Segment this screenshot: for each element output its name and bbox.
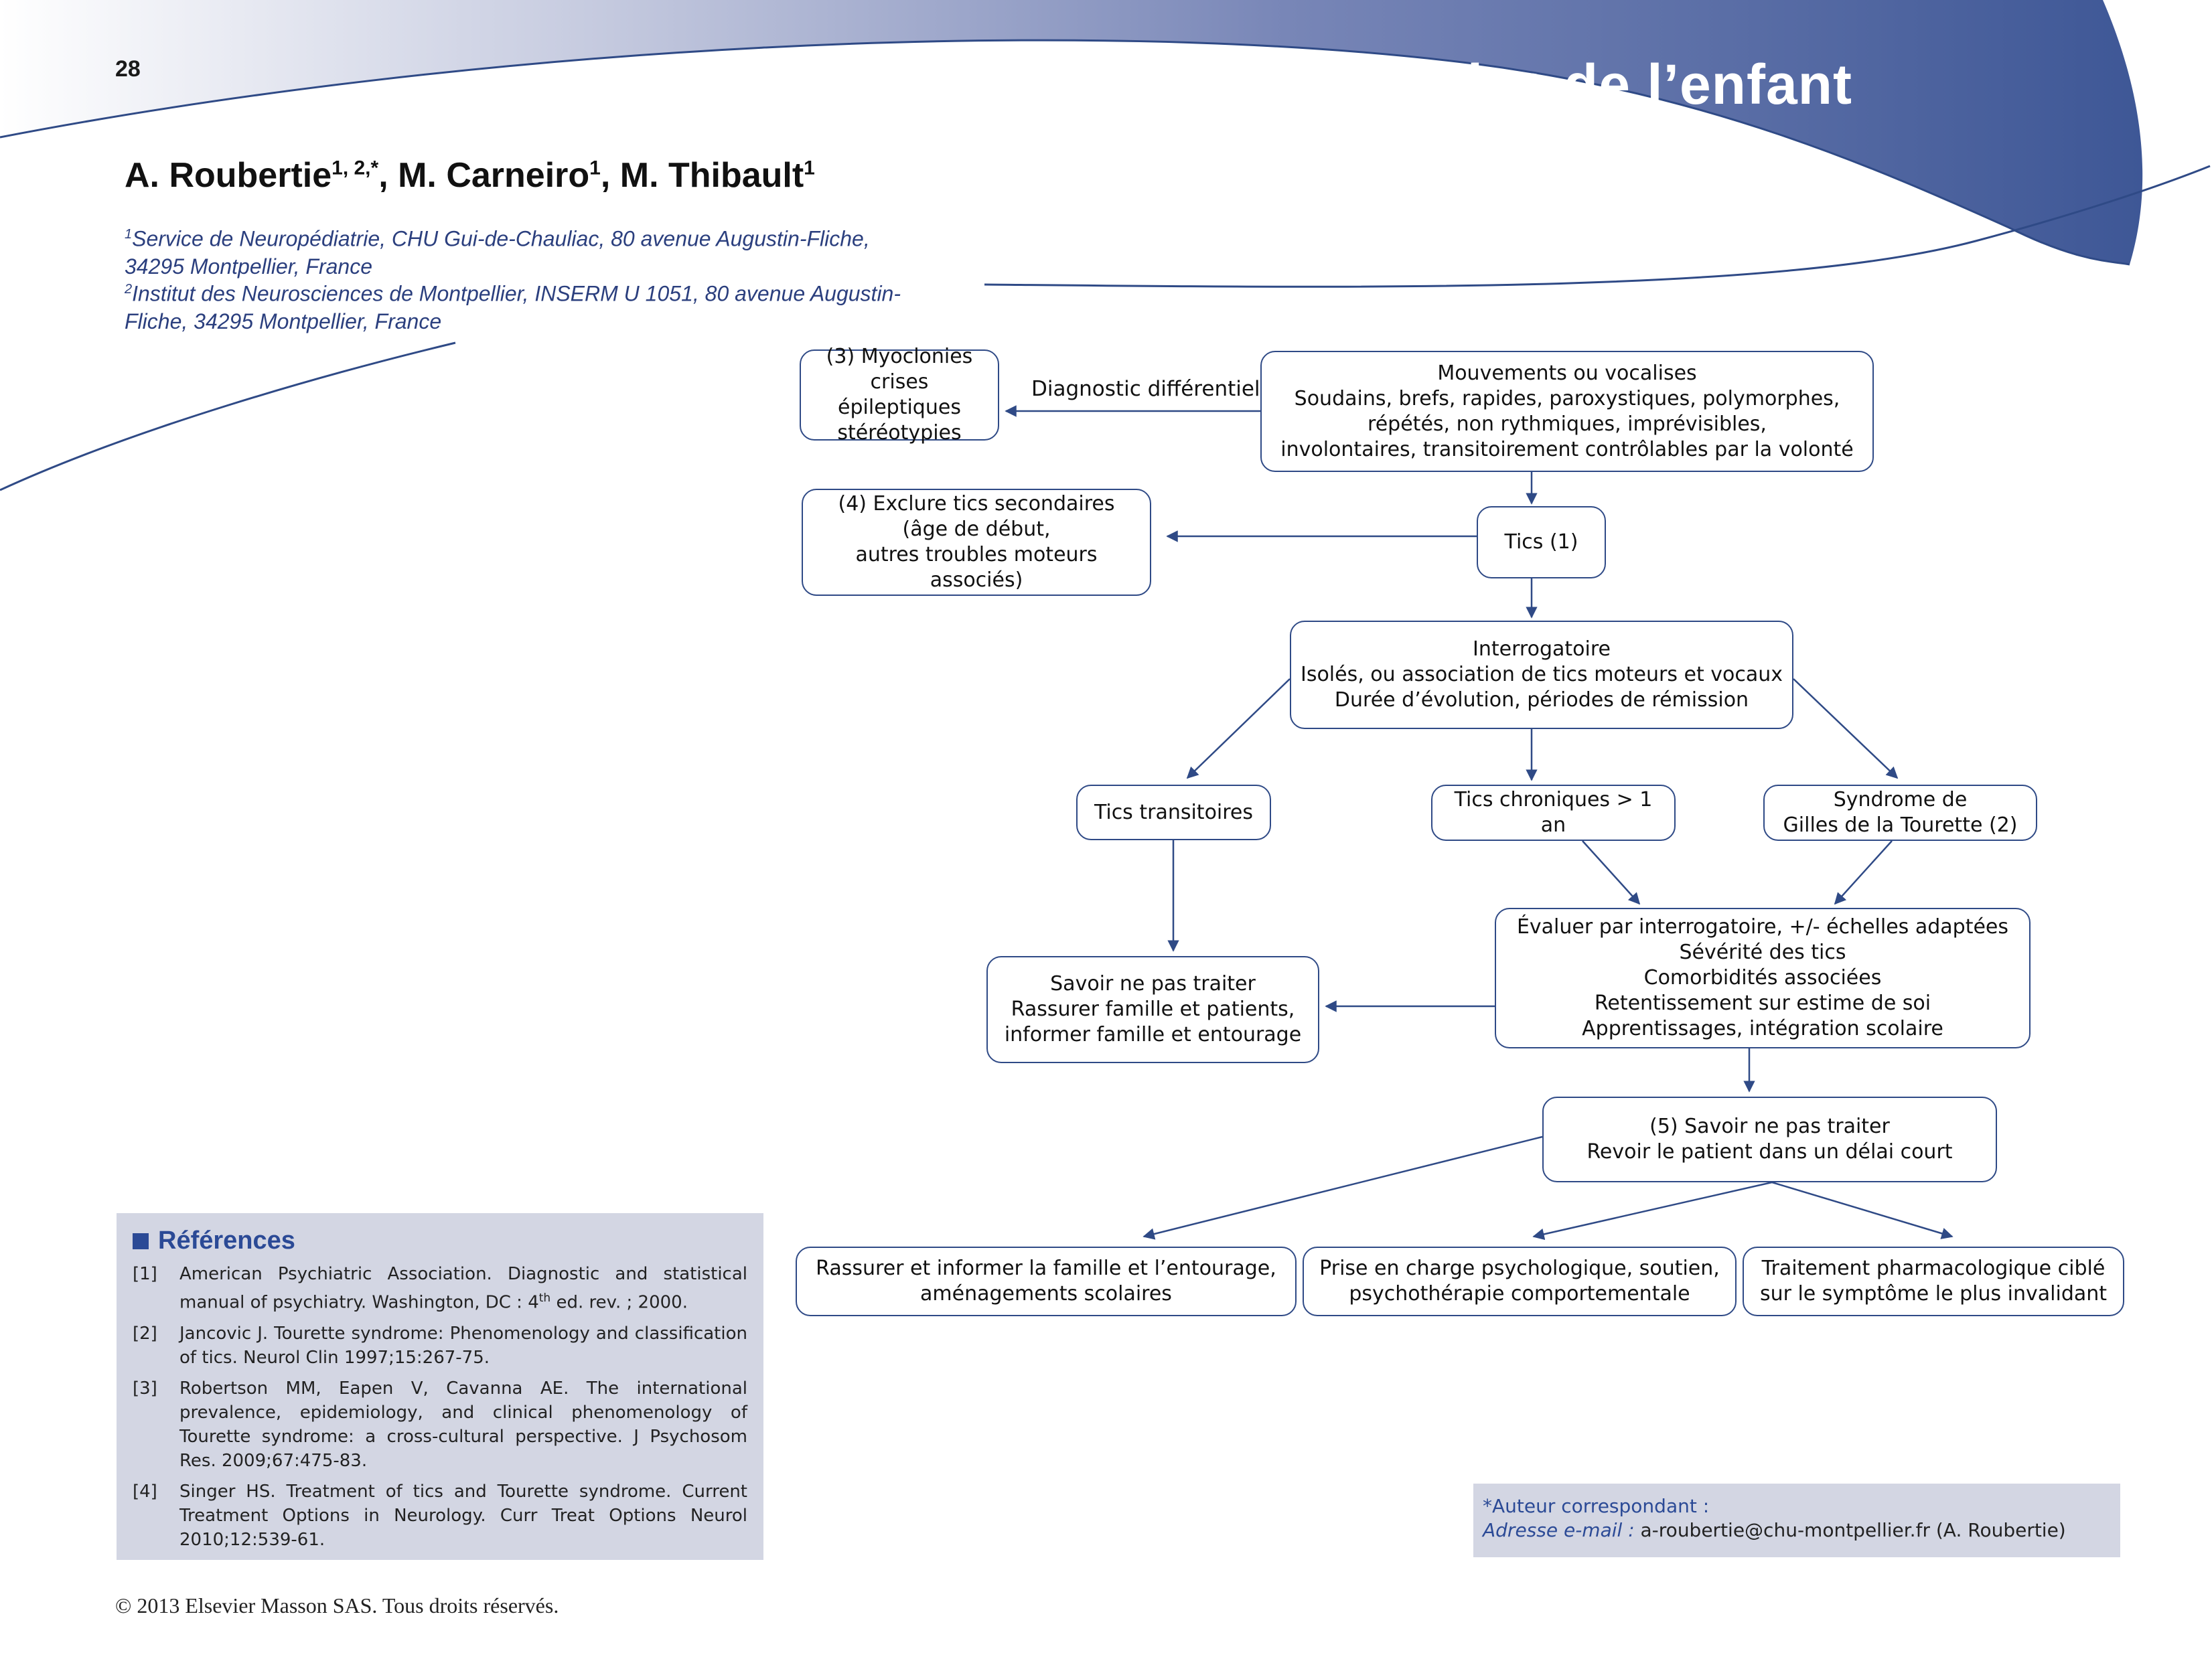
header-banner — [0, 0, 2211, 491]
references-title: Références — [133, 1227, 747, 1255]
edge-label-diagnostic: Diagnostic différentiel — [1031, 377, 1260, 401]
square-bullet-icon — [133, 1233, 149, 1249]
affiliation-2: 2Institut des Neurosciences de Montpelli… — [125, 281, 901, 333]
reference-item: [4] Singer HS. Treatment of tics and Tou… — [133, 1481, 747, 1550]
author-affiliation-mark: 1 — [589, 157, 601, 179]
arrow-to-rassurer — [1142, 1135, 1543, 1240]
reference-item: [3] Robertson MM, Eapen V, Cavanna AE. T… — [133, 1378, 747, 1471]
author-name: M. Thibault — [619, 156, 804, 195]
box-transitoires: Tics transitoires — [1076, 785, 1271, 840]
box-exclure: (4) Exclure tics secondaires(âge de débu… — [802, 489, 1151, 596]
author-affiliation-mark: 1, 2,* — [331, 157, 379, 179]
author-list: A. Roubertie1, 2,*, M. Carneiro1, M. Thi… — [125, 156, 815, 195]
arrow-to-transitoires — [1186, 678, 1291, 779]
corresponding-author-email-line: Adresse e-mail : a-roubertie@chu-montpel… — [1483, 1519, 2066, 1541]
arrow-chroniques-evaluer — [1582, 840, 1641, 905]
copyright-notice: © 2013 Elsevier Masson SAS. Tous droits … — [115, 1593, 559, 1617]
author-name: M. Carneiro — [398, 156, 590, 195]
reference-item: [2] Jancovic J. Tourette syndrome: Pheno… — [133, 1323, 747, 1368]
affiliation-1: 1Service de Neuropédiatrie, CHU Gui-de-C… — [125, 226, 870, 279]
author-name: A. Roubertie — [125, 156, 332, 195]
corresponding-author-label: *Auteur correspondant : — [1483, 1495, 1710, 1517]
arrow-to-gilles — [1793, 678, 1899, 779]
box-prise-en-charge: Prise en charge psychologique, soutien,p… — [1303, 1247, 1737, 1316]
arrow-gilles-evaluer — [1834, 840, 1893, 905]
box-chroniques: Tics chroniques > 1 an — [1431, 785, 1676, 841]
references-panel: Références [1] American Psychiatric Asso… — [117, 1213, 763, 1560]
corresponding-author-box: *Auteur correspondant : Adresse e-mail :… — [1473, 1484, 2120, 1557]
reference-item: [1] American Psychiatric Association. Di… — [133, 1264, 747, 1313]
email-link[interactable]: a-roubertie@chu-montpellier.fr (A. Roube… — [1634, 1519, 2066, 1541]
arrow-to-traitement — [1771, 1181, 1953, 1239]
chapter-title: Tics de l’enfant — [1433, 53, 1852, 116]
box-evaluer: Évaluer par interrogatoire, +/- échelles… — [1495, 908, 2031, 1048]
box-rassurer: Rassurer et informer la famille et l’ent… — [796, 1247, 1297, 1316]
author-affiliation-mark: 1 — [804, 157, 815, 179]
page-number: 28 — [115, 56, 141, 82]
arrow-to-prise — [1532, 1181, 1773, 1241]
box-tics: Tics (1) — [1477, 506, 1606, 578]
